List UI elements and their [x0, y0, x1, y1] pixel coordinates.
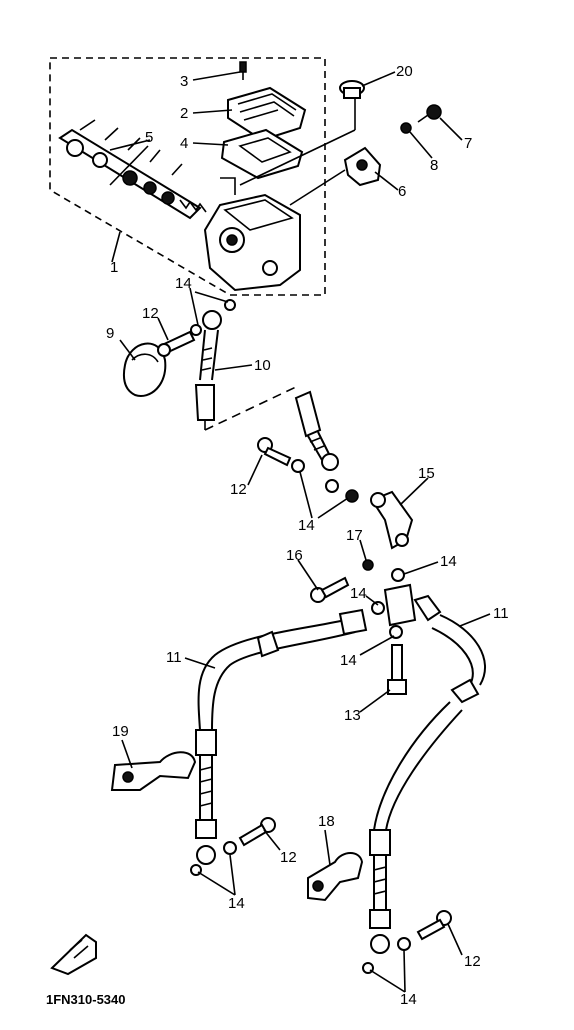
part-bolt-12-lower-right: [416, 910, 452, 941]
callout-2: 2: [180, 105, 188, 122]
callout-14-mid: 14: [298, 517, 315, 534]
callout-10: 10: [254, 357, 271, 374]
part-washer-14-upper-a: [190, 324, 202, 336]
callout-12-upper: 12: [142, 305, 159, 322]
callout-12-lower-left: 12: [280, 849, 297, 866]
part-clamp-18: [307, 852, 364, 902]
callout-5: 5: [145, 129, 153, 146]
part-holder-6: [343, 146, 382, 187]
part-reservoir-cap-2: [227, 86, 307, 142]
part-bolt-12-upper: [157, 330, 196, 357]
part-cap-20: [339, 80, 365, 99]
part-clamp-19: [110, 751, 197, 791]
callout-4: 4: [180, 135, 188, 152]
part-bolt-7: [417, 104, 442, 123]
part-bolt-12-lower-left: [238, 817, 276, 847]
part-joint-15: [370, 490, 414, 550]
callout-15: 15: [418, 465, 435, 482]
callout-19: 19: [112, 723, 129, 740]
callout-6: 6: [398, 183, 406, 200]
callout-14-lower-joint: 14: [340, 652, 357, 669]
callout-11-left: 11: [166, 649, 182, 666]
diagram-code: 1FN310-5340: [46, 992, 126, 1007]
callout-12-lower-right: 12: [464, 953, 481, 970]
assembly-boundary: [49, 57, 326, 296]
callout-18: 18: [318, 813, 335, 830]
callout-3: 3: [180, 73, 188, 90]
callout-16: 16: [286, 547, 303, 564]
callout-9: 9: [106, 325, 114, 342]
callout-14-upper: 14: [175, 275, 192, 292]
part-piston-kit-5: [58, 119, 207, 220]
callout-1: 1: [110, 259, 118, 276]
callout-14-lower-left: 14: [228, 895, 245, 912]
callout-14-left: 14: [350, 585, 367, 602]
callout-11-right: 11: [493, 605, 509, 622]
part-washer-8: [400, 122, 412, 134]
callout-14-right: 14: [440, 553, 457, 570]
callout-12-mid: 12: [230, 481, 247, 498]
part-bolt-13: [387, 644, 407, 695]
callout-20: 20: [396, 63, 413, 80]
front-arrow-icon: [50, 933, 97, 976]
part-screw-3: [239, 61, 247, 80]
callout-17: 17: [346, 527, 363, 544]
part-diaphragm-4: [220, 128, 304, 180]
part-hose-10: [194, 310, 339, 493]
leader-lines: [109, 71, 491, 993]
part-washer-14-mid-b: [345, 489, 359, 503]
part-washer-17: [362, 559, 374, 571]
part-master-cylinder-body: [203, 177, 301, 292]
part-hose-11-right: [369, 614, 486, 954]
callout-13: 13: [344, 707, 361, 724]
callout-14-lower-right: 14: [400, 991, 417, 1008]
part-bolt-12-mid: [257, 437, 292, 467]
callout-8: 8: [430, 157, 438, 174]
part-bolt-16: [310, 576, 350, 603]
part-washer-14-lower-d: [397, 937, 411, 951]
part-three-way-joint: [371, 568, 442, 639]
part-washer-14-lower-b: [223, 841, 237, 855]
part-hose-11-left: [195, 608, 368, 865]
part-washer-14-mid-a: [291, 459, 305, 473]
callout-7: 7: [464, 135, 472, 152]
